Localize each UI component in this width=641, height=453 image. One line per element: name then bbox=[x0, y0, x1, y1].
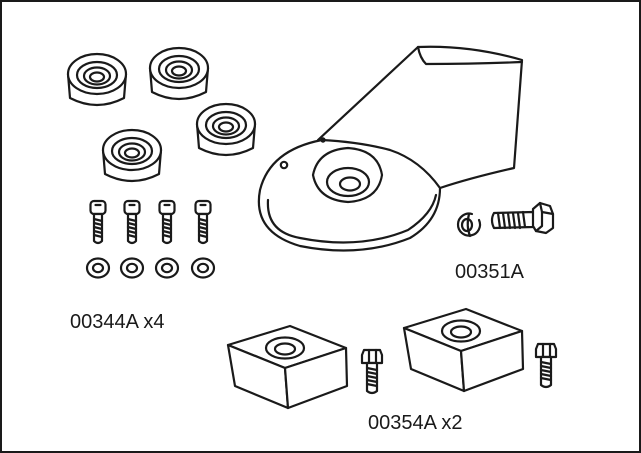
cap-screw bbox=[194, 199, 212, 245]
flat-washer bbox=[154, 257, 180, 279]
part-number-00344a: 00344A x4 bbox=[70, 311, 165, 333]
cap-screw bbox=[89, 199, 107, 245]
hex-bolt bbox=[360, 348, 384, 395]
flat-washer bbox=[190, 257, 216, 279]
hex-bolt bbox=[534, 342, 558, 389]
cup-anode bbox=[101, 128, 163, 183]
block-anode bbox=[402, 307, 525, 393]
trim-tab-anode bbox=[257, 45, 524, 252]
cup-anode bbox=[66, 52, 128, 107]
cap-screw bbox=[158, 199, 176, 245]
cap-screw bbox=[123, 199, 141, 245]
hex-bolt bbox=[490, 201, 555, 235]
cup-anode bbox=[148, 46, 210, 101]
block-anode bbox=[226, 324, 349, 410]
cup-anode bbox=[195, 102, 257, 157]
part-number-00354a: 00354A x2 bbox=[368, 412, 463, 434]
lock-washer bbox=[456, 212, 482, 238]
flat-washer bbox=[119, 257, 145, 279]
flat-washer bbox=[85, 257, 111, 279]
part-number-00351a: 00351A bbox=[455, 261, 524, 283]
